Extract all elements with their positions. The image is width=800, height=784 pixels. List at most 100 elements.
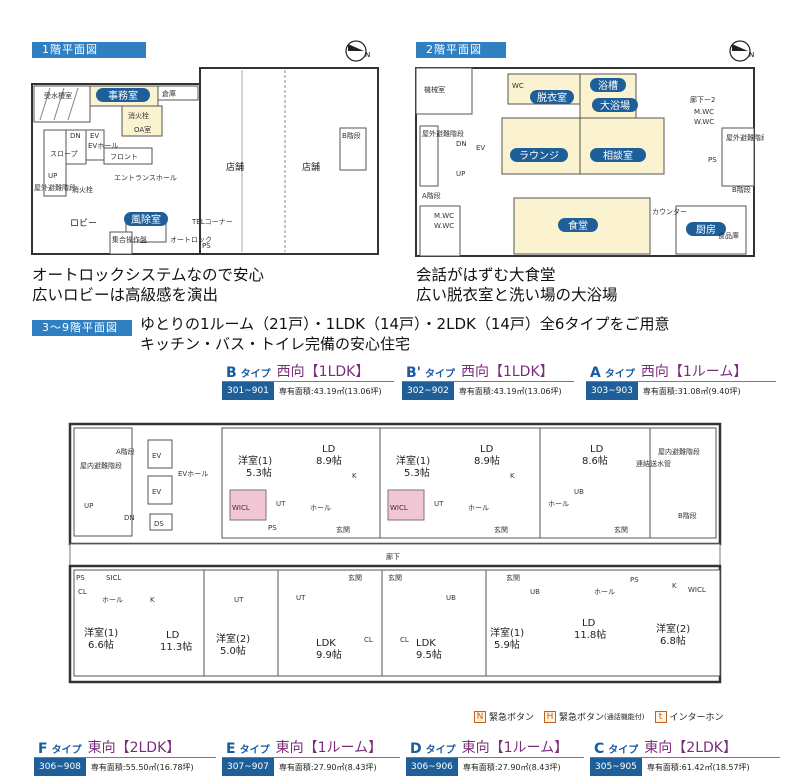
water-tank-label: 受水槽室 (44, 91, 72, 100)
svg-text:LDK: LDK (416, 638, 436, 649)
svg-text:UB: UB (530, 588, 540, 596)
fire-label-2: 消火栓 (72, 185, 93, 194)
svg-text:LDK: LDK (316, 638, 336, 649)
svg-text:N: N (749, 51, 754, 59)
svg-text:ホール: ホール (310, 504, 331, 512)
svg-text:UT: UT (296, 594, 306, 602)
ev-label-2: EV (476, 144, 485, 152)
svg-text:UT: UT (234, 596, 244, 604)
outdoor-stairs-label-2: 屋外避難階段 (422, 129, 464, 138)
machine-label: 機械室 (424, 85, 445, 94)
windbreak-pill: 風除室 (131, 213, 161, 226)
svg-text:LD: LD (590, 444, 604, 455)
b-stairs-label: B階段 (342, 131, 361, 140)
svg-text:8.9帖: 8.9帖 (474, 454, 500, 467)
ev-label: EV (90, 132, 99, 140)
corridor-label: 廊下 (386, 552, 400, 561)
svg-text:PS: PS (76, 574, 85, 582)
bath-small-pill: 浴槽 (598, 79, 618, 92)
floor1-plan: 事務室 風除室 受水槽室 倉庫 消火栓 OA室 DN EV EVホール スロープ… (30, 66, 390, 260)
svg-text:DS: DS (154, 520, 164, 528)
svg-text:6.6帖: 6.6帖 (88, 638, 114, 651)
svg-text:WICL: WICL (688, 586, 706, 594)
lounge-pill: ラウンジ (519, 150, 559, 162)
emergency-icon: N (474, 710, 486, 723)
food-storage-label: 食品庫 (718, 231, 739, 240)
shop-right-label: 店舗 (302, 161, 320, 173)
svg-text:洋室(2): 洋室(2) (216, 632, 250, 645)
svg-text:EV: EV (152, 488, 161, 496)
consult-pill: 相談室 (603, 149, 633, 162)
svg-text:LD: LD (582, 618, 596, 629)
wwc2-label: W.WC (694, 118, 714, 126)
svg-text:ホール: ホール (468, 504, 489, 512)
svg-text:5.9帖: 5.9帖 (494, 638, 520, 651)
compass-icon: N (345, 40, 370, 62)
floor3-plan: 廊下 A階段 屋内避難階段 UP DN EV EV EVホール DS 洋室(1)… (66, 406, 726, 702)
floor3-desc-1: ゆとりの1ルーム（21戸）・1LDK（14戸）・2LDK（14戸）全6タイプをご… (140, 315, 670, 333)
entrance-hall-label: エントランスホール (114, 174, 177, 182)
svg-text:B階段: B階段 (678, 511, 697, 520)
corridor2-label: 廊下ー2 (690, 95, 715, 104)
bath-big-pill: 大浴場 (600, 99, 630, 112)
mwc1-label: M.WC (434, 212, 454, 220)
svg-text:洋室(2): 洋室(2) (656, 622, 690, 635)
svg-text:EVホール: EVホール (178, 470, 208, 478)
svg-text:洋室(1): 洋室(1) (396, 454, 430, 467)
floor2-plan: 脱衣室 浴槽 大浴場 ラウンジ 相談室 食堂 厨房 機械室 WC 食品庫 M.W… (414, 66, 764, 260)
svg-text:8.6帖: 8.6帖 (582, 454, 608, 467)
a-stairs-label-3: A階段 (116, 447, 135, 456)
a-stairs-label: A階段 (422, 191, 441, 200)
svg-text:玄関: 玄関 (614, 525, 628, 534)
svg-text:UB: UB (574, 488, 584, 496)
floor2-label: 2階平面図 (416, 42, 506, 58)
compass-letter: N (365, 51, 370, 59)
counter-label: カウンター (652, 207, 687, 216)
svg-text:LD: LD (322, 444, 336, 455)
floor3-label: 3～9階平面図 (32, 320, 132, 336)
svg-text:UT: UT (434, 500, 444, 508)
svg-text:CL: CL (400, 636, 409, 644)
svg-text:屋内避難階段: 屋内避難階段 (658, 447, 700, 456)
oa-label: OA室 (134, 125, 151, 134)
slope-label: スロープ (50, 150, 78, 158)
svg-text:K: K (150, 596, 155, 604)
svg-text:玄関: 玄関 (506, 573, 520, 582)
svg-text:8.9帖: 8.9帖 (316, 454, 342, 467)
mwc2-label: M.WC (694, 108, 714, 116)
svg-text:EV: EV (152, 452, 161, 460)
svg-text:K: K (672, 582, 677, 590)
svg-text:玄関: 玄関 (348, 573, 362, 582)
svg-text:WICL: WICL (390, 504, 408, 512)
svg-text:CL: CL (364, 636, 373, 644)
svg-text:ホール: ホール (102, 596, 123, 604)
svg-text:玄関: 玄関 (388, 573, 402, 582)
floor3-desc-2: キッチン・バス・トイレ完備の安心住宅 (140, 335, 411, 353)
svg-text:5.3帖: 5.3帖 (246, 466, 272, 479)
front-label: フロント (110, 153, 138, 161)
svg-text:洋室(1): 洋室(1) (238, 454, 272, 467)
emergency-call-icon: H (544, 710, 557, 723)
svg-text:洋室(1): 洋室(1) (84, 626, 118, 639)
dn-label: DN (70, 132, 81, 140)
svg-text:6.8帖: 6.8帖 (660, 634, 686, 647)
svg-text:5.0帖: 5.0帖 (220, 644, 246, 657)
svg-text:5.3帖: 5.3帖 (404, 466, 430, 479)
svg-text:K: K (352, 472, 357, 480)
up-label: UP (48, 172, 57, 180)
floor1-caption-2: 広いロビーは高級感を演出 (32, 286, 219, 304)
svg-text:連結送水管: 連結送水管 (636, 459, 671, 468)
svg-text:K: K (510, 472, 515, 480)
autolock-label: オートロック (170, 236, 212, 244)
dining-pill: 食堂 (568, 219, 588, 232)
fire-label: 消火栓 (128, 111, 149, 120)
svg-text:UB: UB (446, 594, 456, 602)
svg-text:LD: LD (480, 444, 494, 455)
svg-text:UT: UT (276, 500, 286, 508)
